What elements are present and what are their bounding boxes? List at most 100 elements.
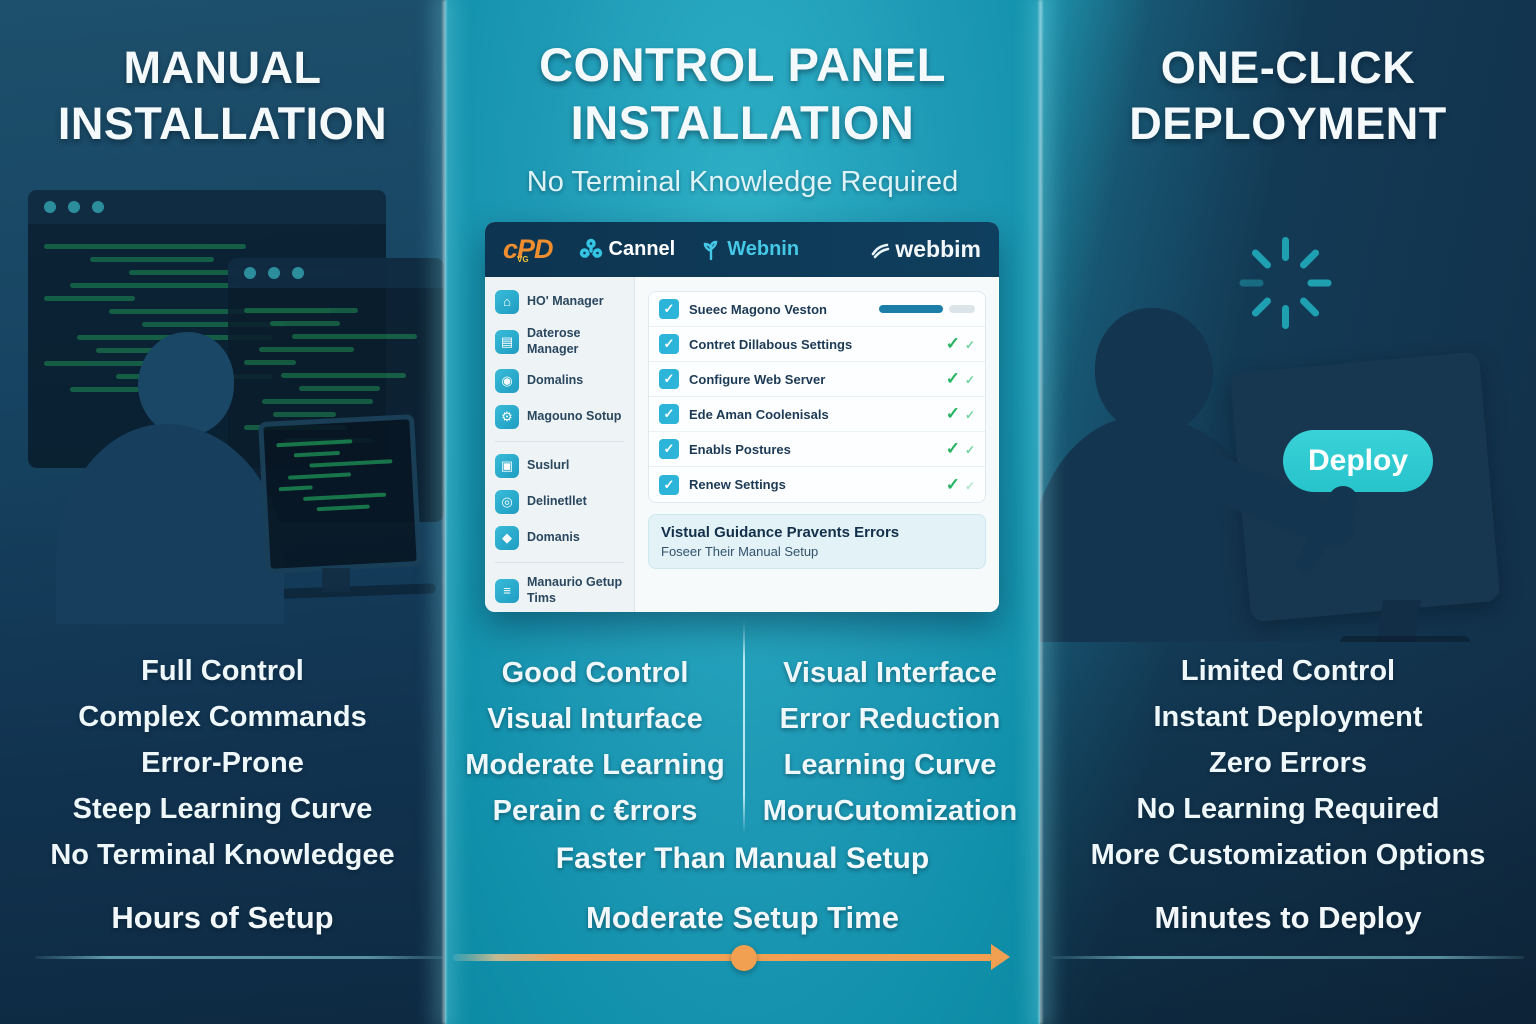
sidebar-item-suslurl[interactable]: ▣ Suslurl xyxy=(495,454,624,479)
sidebar-item-domanis[interactable]: ◆ Domanis xyxy=(495,526,624,551)
sidebar-item-daterose-manager[interactable]: ▤ Daterose Manager xyxy=(495,326,624,357)
status-check-icons: ✓✓ xyxy=(946,334,975,354)
window-dot-icon xyxy=(68,201,80,213)
status-check-icons: ✓✓ xyxy=(946,369,975,389)
panel-subtitle: No Terminal Knowledge Required xyxy=(526,166,959,198)
progress-track xyxy=(949,305,975,313)
terminal-titlebar xyxy=(228,258,444,288)
sprout-icon xyxy=(704,240,718,260)
check-icon: ✓ xyxy=(964,443,975,457)
panel-title: CONTROL PANEL INSTALLATION xyxy=(445,36,1040,153)
check-icon: ✓ xyxy=(945,474,960,494)
sidebar-item-magouno-sotup[interactable]: ⚙ Magouno Sotup xyxy=(495,405,624,430)
knot-icon xyxy=(579,238,602,258)
manual-time-label: Hours of Setup xyxy=(111,900,334,935)
panel-features-left: Good Control Visual Inturface Moderate L… xyxy=(450,650,740,834)
checklist-label: Sueec Magono Veston xyxy=(689,301,827,317)
checkbox-checked[interactable]: ✓ xyxy=(659,369,679,389)
cpanel-logo-subtext: VG xyxy=(517,255,529,264)
checklist-row: ✓ Renew Settings ✓✓ xyxy=(649,467,985,502)
wizard-icon: ≡ xyxy=(495,578,519,603)
checklist-row: ✓ Ede Aman Coolenisals ✓ ✓ xyxy=(649,397,985,432)
feature-item: Visual Inturface xyxy=(487,703,703,735)
timeline-arrow xyxy=(453,954,993,961)
window-dot-icon xyxy=(268,267,280,279)
checkbox-checked[interactable]: ✓ xyxy=(659,474,679,495)
webmin-logo-text: Webnin xyxy=(727,238,800,260)
check-icon: ✓ xyxy=(964,338,975,352)
checkbox-checked[interactable]: ✓ xyxy=(659,404,679,424)
sidebar-item-ho-manager[interactable]: ⌂ HO' Manager xyxy=(495,290,624,314)
feature-item: Good Control xyxy=(501,657,689,689)
status-check-icons: ✓✓ xyxy=(946,439,975,459)
sidebar-item-domalins[interactable]: ◉ Domalins xyxy=(495,369,624,394)
feature-item: Visual Interface xyxy=(783,657,997,689)
panel-title-line2: INSTALLATION xyxy=(570,96,915,150)
checkbox-checked[interactable]: ✓ xyxy=(659,334,679,354)
feature-item: Zero Errors xyxy=(1209,747,1367,779)
sidebar-item-label: Manaurio Getup Tims xyxy=(527,575,623,605)
feature-item: Error-Prone xyxy=(141,747,304,779)
swoosh-icon xyxy=(872,243,890,258)
setup-checklist: ✓ Sueec Magono Veston ✓ Contret Dillabou… xyxy=(648,291,986,503)
column-seam xyxy=(443,0,446,1024)
developer-silhouette-head xyxy=(138,332,234,436)
globe-icon: ◎ xyxy=(495,490,519,515)
divider-line xyxy=(1052,956,1524,959)
feature-item: Steep Learning Curve xyxy=(72,793,373,825)
webbim-logo-text: webbim xyxy=(895,236,981,262)
feature-item: Moderate Learning xyxy=(465,749,725,781)
timeline-dot-icon xyxy=(731,945,757,971)
checklist-label: Ede Aman Coolenisals xyxy=(689,406,829,422)
deployment-illustration: Deploy xyxy=(1040,180,1536,642)
oneclick-features: Limited Control Instant Deployment Zero … xyxy=(1040,648,1536,878)
sidebar-divider xyxy=(495,562,624,564)
check-icon: ✓ xyxy=(945,404,960,423)
checkbox-checked[interactable]: ✓ xyxy=(659,299,679,319)
feature-item: More Customization Options xyxy=(1090,839,1486,871)
oneclick-title-line1: ONE-CLICK xyxy=(1160,42,1416,93)
deploy-button[interactable]: Deploy xyxy=(1283,430,1433,492)
sidebar-item-label: Domanis xyxy=(527,530,580,545)
checklist-label: Contret Dillabous Settings xyxy=(689,336,853,352)
checklist-row: ✓ Enabls Postures ✓✓ xyxy=(649,432,985,467)
oneclick-time-label: Minutes to Deploy xyxy=(1154,900,1422,935)
feature-item: Limited Control xyxy=(1180,655,1396,687)
wrench-icon: ⚙ xyxy=(495,405,519,430)
timeline-arrowhead-icon xyxy=(991,944,1010,970)
checklist-label: Configure Web Server xyxy=(689,371,826,387)
user-silhouette-head xyxy=(1095,308,1213,434)
feature-divider-line xyxy=(743,620,745,834)
panel-features-right: Visual Interface Error Reduction Learnin… xyxy=(745,650,1035,834)
webmin-logo: Webnin xyxy=(701,238,799,261)
panel-footnote: Faster Than Manual Setup xyxy=(555,842,930,875)
panel-time-label: Moderate Setup Time xyxy=(586,900,899,935)
sidebar-item-label: Daterose Manager xyxy=(527,326,581,356)
column-seam xyxy=(1039,0,1042,1024)
home-icon: ⌂ xyxy=(495,290,519,314)
manual-title: MANUAL INSTALLATION xyxy=(0,40,445,152)
column-control-panel-installation: CONTROL PANEL INSTALLATION No Terminal K… xyxy=(445,0,1040,1024)
checkbox-checked[interactable]: ✓ xyxy=(659,439,679,459)
feature-item: No Learning Required xyxy=(1136,793,1440,825)
status-check-icons: ✓✓ xyxy=(946,475,975,495)
check-icon: ✓ xyxy=(964,408,975,422)
oneclick-title-line2: DEPLOYMENT xyxy=(1129,97,1447,149)
loading-spinner-icon xyxy=(1235,233,1335,333)
monitor-stand xyxy=(322,568,350,592)
sidebar-item-delinetllet[interactable]: ◎ Delinetllet xyxy=(495,490,624,515)
webbim-logo: webbim xyxy=(870,236,981,263)
folder-icon: ▣ xyxy=(495,454,519,479)
check-icon: ✓ xyxy=(964,478,975,493)
feature-item: Learning Curve xyxy=(783,749,997,781)
pin-icon: ◉ xyxy=(495,369,519,394)
cannel-logo: Cannel xyxy=(579,238,675,262)
database-icon: ▤ xyxy=(495,329,519,354)
panel-main: ✓ Sueec Magono Veston ✓ Contret Dillabou… xyxy=(635,277,999,612)
sidebar-item-manaurio-getup[interactable]: ≡ Manaurio Getup Tims xyxy=(495,575,624,606)
feature-item: Perain c €rrors xyxy=(492,795,698,827)
window-dot-icon xyxy=(44,201,56,213)
manual-title-line1: MANUAL xyxy=(123,42,322,93)
feature-item: Error Reduction xyxy=(779,703,1001,735)
checklist-row: ✓ Contret Dillabous Settings ✓✓ xyxy=(649,327,985,362)
